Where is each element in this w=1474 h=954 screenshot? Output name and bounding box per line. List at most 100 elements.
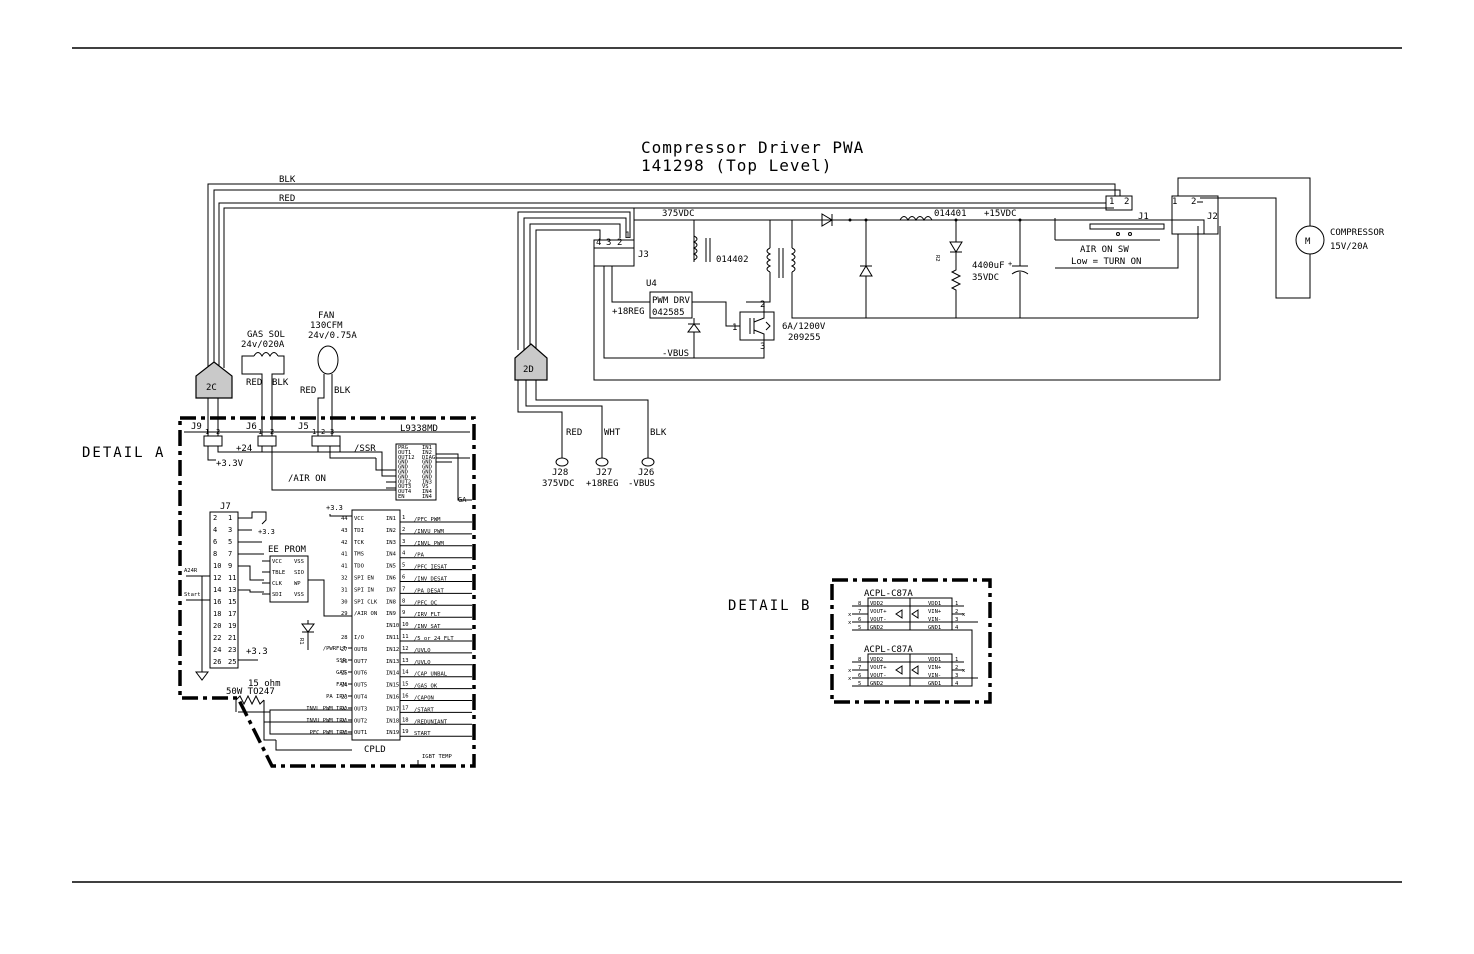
l9338-right-pin: IN1 (422, 445, 432, 451)
l9338-right-pin: IN2 (422, 450, 432, 456)
svg-text:J3: J3 (638, 250, 649, 260)
acpl-right-num: 2 (955, 609, 958, 615)
cpld-right-num: 12 (402, 646, 409, 652)
acpl-left-pin: VOUT+ (870, 665, 887, 671)
cpld-right-pin: IN2 (386, 528, 396, 534)
compressor-label: COMPRESSOR (1330, 228, 1385, 238)
title-line2: 141298 (Top Level) (641, 156, 832, 175)
cpld-right-signal: /5 or 24 FLT (414, 636, 454, 642)
j26-label: J26 (638, 468, 654, 478)
svg-text:1: 1 (205, 428, 209, 436)
j7-pin-even: 8 (213, 550, 217, 558)
ee-prom-chip (269, 555, 309, 603)
l9338-left-pin: EN (398, 494, 405, 500)
fan-red: RED (300, 386, 316, 396)
cpld-right-num: 15 (402, 682, 409, 688)
fan-label: FAN (318, 311, 334, 321)
acpl-left-num: 7 (858, 665, 861, 671)
cpld-right-num: 10 (402, 622, 409, 628)
acpl-right-pin: VIN- (928, 673, 941, 679)
cpld-right-num: 2 (402, 527, 405, 533)
cpld-right-pin: IN8 (386, 599, 396, 605)
acpl-nc-mark: x (848, 612, 852, 618)
cpld-right-signal: /PFC PWM (414, 517, 441, 523)
cpld-right-signal: /CAPON (414, 696, 434, 702)
cpld-right-num: 13 (402, 658, 409, 664)
compressor-motor-symbol (1295, 225, 1325, 255)
j3-harness (517, 211, 631, 350)
cpld-output-label: GAS (336, 670, 346, 676)
j7-pin-even: 6 (213, 538, 217, 546)
l9338-left-pin: OUT1 (398, 450, 411, 456)
gas-sol-label: GAS SOL (247, 330, 285, 340)
j7-pin-odd: 21 (228, 634, 236, 642)
fan-rating: 24v/0.75A (308, 331, 357, 341)
cpld-right-signal: /INV DESAT (414, 577, 448, 583)
cpld-right-pin: IN9 (386, 611, 396, 617)
ref-2c (195, 361, 233, 399)
cpld-right-pin: IN11 (386, 635, 399, 641)
l9338-right-pin: IN4 (422, 494, 433, 500)
detail-a-border (178, 416, 476, 768)
cpld-right-num: 17 (402, 705, 409, 711)
a24r-label: A24R (184, 568, 198, 574)
acpl-label: ACPL-C87A (864, 589, 913, 599)
ee-prom-pin-left: TBLE (272, 570, 285, 576)
acpl-nc-mark: x (962, 612, 966, 618)
acpl-right-pin: VIN+ (928, 609, 942, 615)
cpld-left-pin: VCC (354, 516, 364, 522)
cpld-right-signal: /PA (414, 553, 425, 559)
cpld-left-num: 27 (341, 647, 348, 653)
acpl-right-num: 3 (955, 617, 958, 623)
ref-2d-label: 2D (523, 365, 534, 375)
acpl-left-pin: VDD2 (870, 657, 883, 663)
cpld-right-signal: /GAS OK (414, 684, 438, 690)
acpl-right-num: 3 (955, 673, 958, 679)
cpld-right-pin: IN6 (386, 576, 396, 582)
cpld-left-pin: TDI (354, 528, 364, 534)
compressor-m-icon: M (1305, 237, 1311, 247)
j7-pin-odd: 25 (228, 658, 236, 666)
j26-voltage: -VBUS (628, 479, 655, 489)
res-15ohm (235, 694, 265, 706)
cpld-right-signal: /REDUNIANT (414, 719, 448, 725)
cpld-left-num: 22 (341, 706, 348, 712)
acpl-left-num: 7 (858, 609, 861, 615)
cpld-right-pin: IN7 (386, 587, 396, 593)
svg-text:4: 4 (596, 238, 601, 248)
j7-pin-even: 24 (213, 646, 221, 654)
acpl-left-num: 8 (858, 657, 861, 663)
cpld-right-pin: IN12 (386, 647, 399, 653)
acpl-left-num: 8 (858, 601, 861, 607)
cpld-right-pin: IN14 (386, 671, 400, 677)
cpld-left-pin: OUT5 (354, 683, 367, 689)
j7-pin-odd: 11 (228, 574, 236, 582)
cpld-left-pin: I/O (354, 635, 364, 641)
acpl-right-num: 2 (955, 665, 958, 671)
u4-label: U4 (646, 279, 657, 289)
rail-375vdc: 375VDC (662, 209, 695, 219)
l9338-right-pin: GND (422, 465, 432, 471)
cpld-output-label: INVL PWM IRV (306, 706, 346, 712)
j28-label: J28 (552, 468, 568, 478)
igbt-rating: 6A/1200V (782, 322, 826, 332)
svg-text:2: 2 (270, 428, 274, 436)
j7-pin-odd: 9 (228, 562, 232, 570)
cpld-left-num: 44 (341, 516, 348, 522)
cpld-left-num: 29 (341, 611, 348, 617)
wire-red-j28: RED (566, 428, 582, 438)
j7-pin-even: 20 (213, 622, 221, 630)
l9338-right-pin: GND (422, 460, 432, 466)
cpld-right-pin: IN15 (386, 683, 399, 689)
cpld-left-pin: SPI CLK (354, 599, 378, 605)
fan-motor (317, 345, 339, 375)
svg-text:1: 1 (625, 231, 630, 241)
cpld-left-num: 42 (341, 540, 348, 546)
zener-label: R2 (934, 255, 940, 262)
svg-text:1: 1 (1109, 197, 1114, 207)
cpld-3v3: +3.3 (326, 504, 343, 512)
